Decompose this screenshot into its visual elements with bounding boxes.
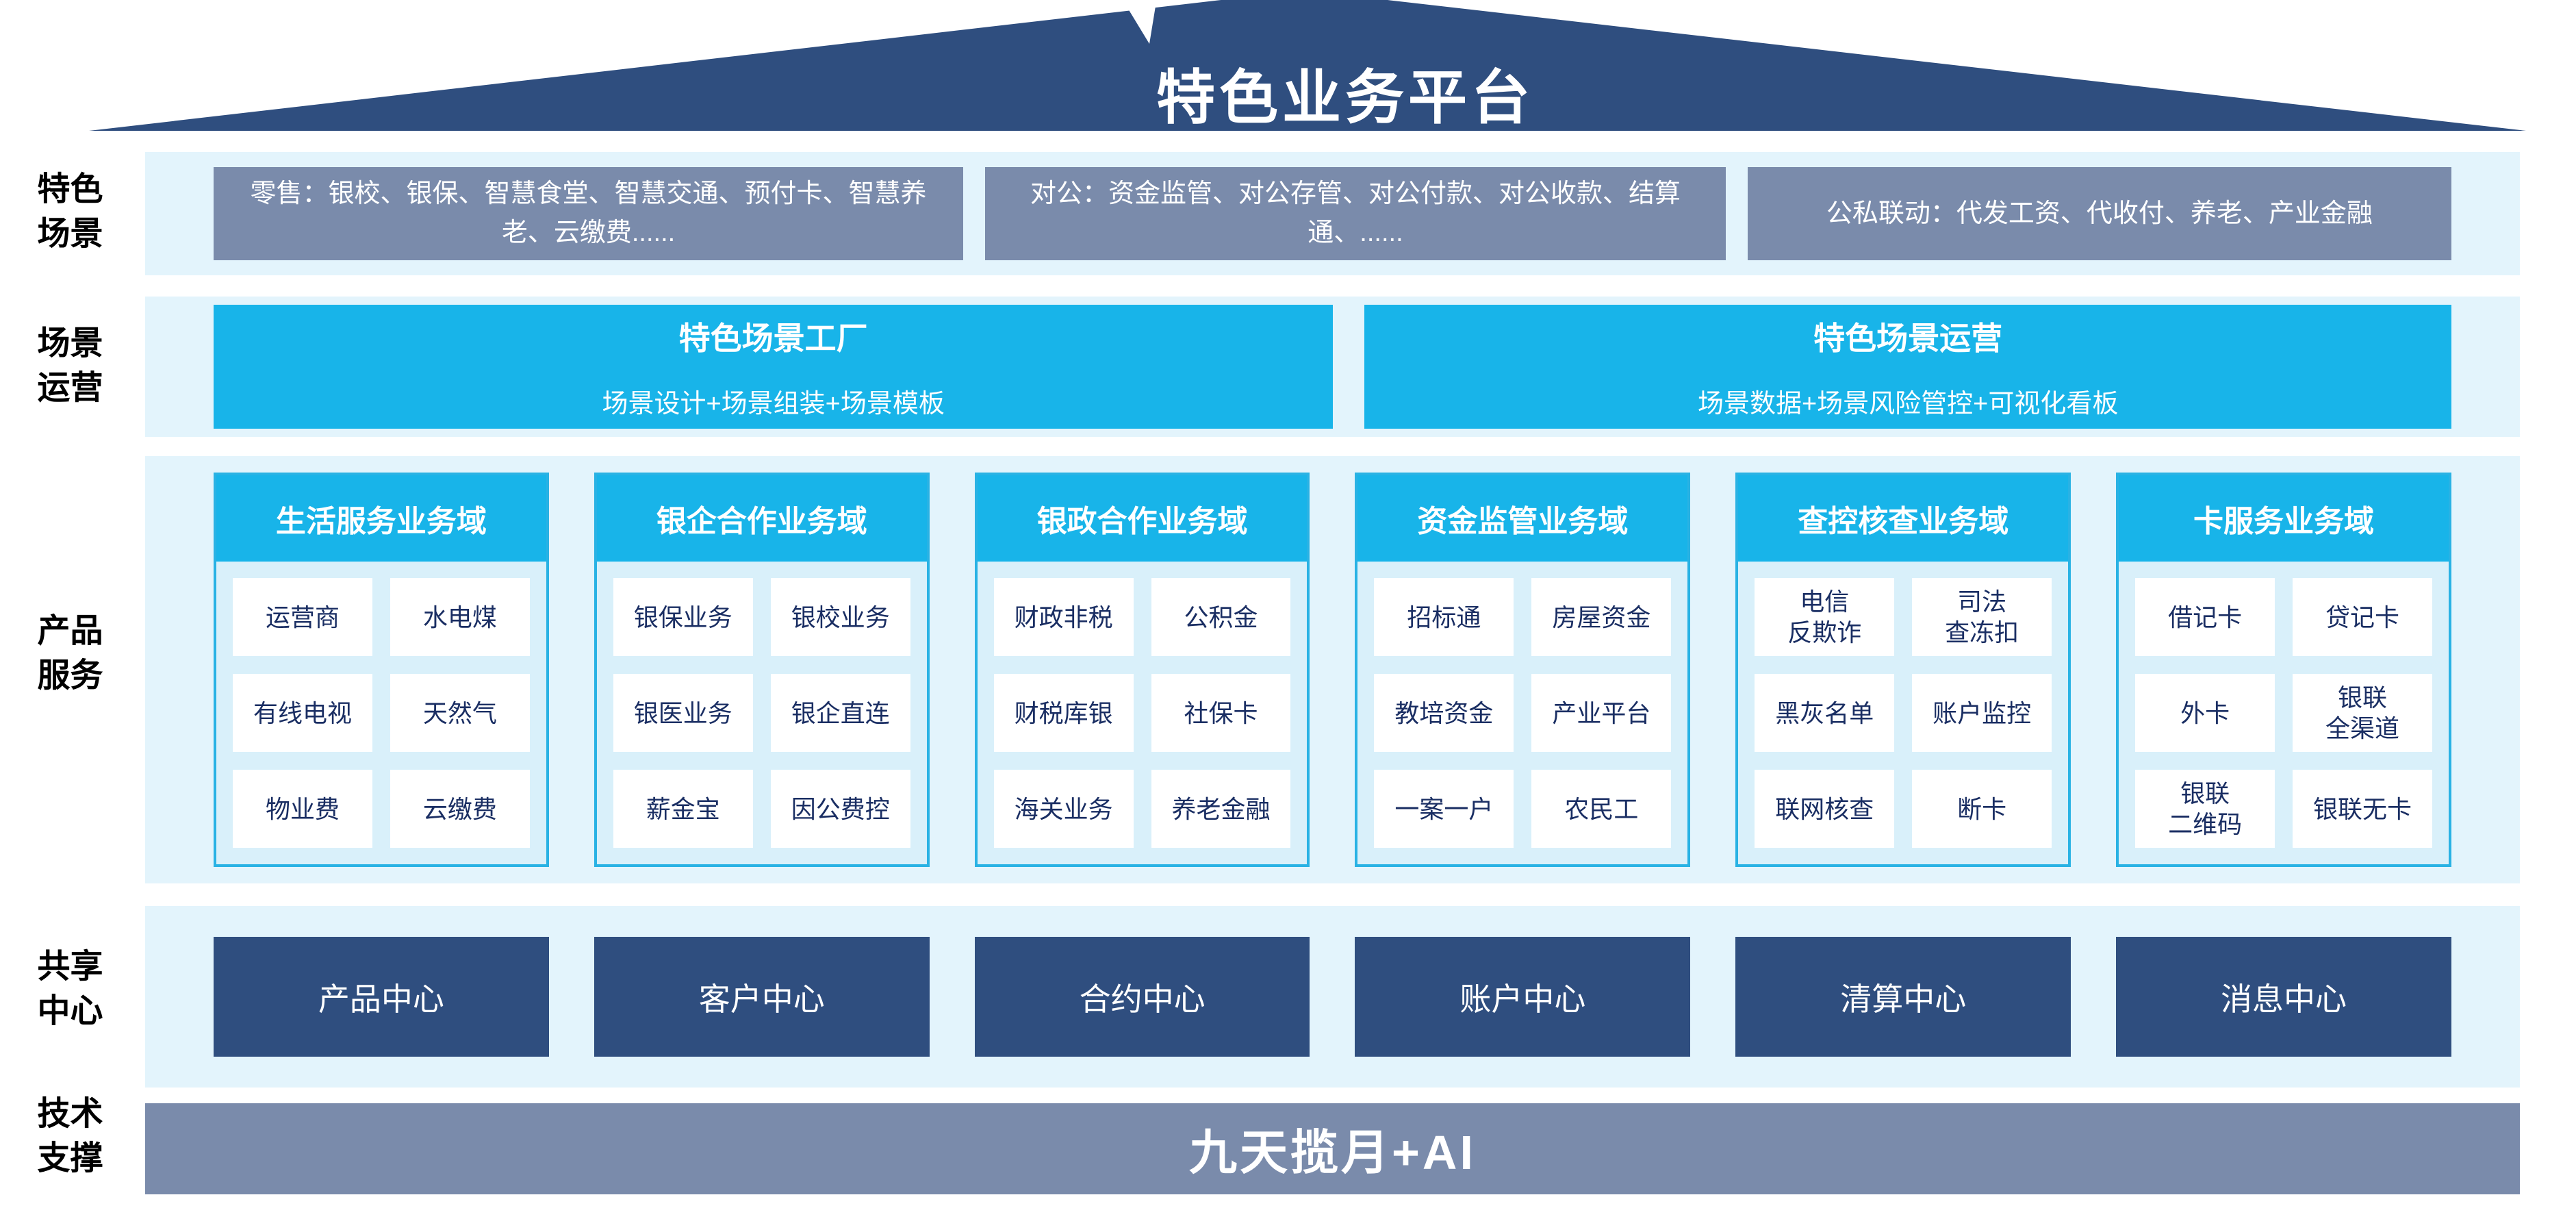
scene-box-corporate: 对公：资金监管、对公存管、对公付款、对公收款、结算通、...... [985,167,1726,260]
products-band: 生活服务业务域 运营商 水电煤 有线电视 天然气 物业费 云缴费 银企合作业务域… [145,456,2520,883]
product-cell: 银联 全渠道 [2293,674,2432,752]
domain-card-header: 银企合作业务域 [596,475,927,562]
product-cell: 银校业务 [770,578,910,656]
product-cell: 因公费控 [770,770,910,848]
domain-card-inspection-verification: 查控核查业务域 电信 反欺诈 司法 查冻扣 黑灰名单 账户监控 联网核查 断卡 [1735,473,2071,867]
product-cell: 云缴费 [390,770,530,848]
product-cell: 银联无卡 [2293,770,2432,848]
domain-card-header: 资金监管业务域 [1357,475,1688,562]
domain-card-bank-enterprise: 银企合作业务域 银保业务 银校业务 银医业务 银企直连 薪金宝 因公费控 [594,473,930,867]
domain-card-header: 卡服务业务域 [2119,475,2449,562]
center-box-contract: 合约中心 [974,937,1310,1057]
product-cell: 天然气 [390,674,530,752]
scene-box-public-private-linkage: 公私联动：代发工资、代收付、养老、产业金融 [1747,167,2451,260]
scene-operation-title: 特色场景运营 [1813,320,2003,356]
scene-operation-subtitle: 场景数据+场景风险管控+可视化看板 [1697,390,2119,418]
center-box-clearing: 清算中心 [1735,937,2071,1057]
product-cell: 借记卡 [2135,578,2275,656]
domain-card-bank-government: 银政合作业务域 财政非税 公积金 财税库银 社保卡 海关业务 养老金融 [974,473,1310,867]
product-cell: 教培资金 [1374,674,1514,752]
domain-card-life-services: 生活服务业务域 运营商 水电煤 有线电视 天然气 物业费 云缴费 [214,473,549,867]
domain-card-body: 运营商 水电煤 有线电视 天然气 物业费 云缴费 [216,562,546,864]
roof-banner-shape [89,0,2526,131]
product-cell: 断卡 [1912,770,2052,848]
center-box-customer: 客户中心 [594,937,930,1057]
domain-card-header: 银政合作业务域 [977,475,1308,562]
domain-card-body: 银保业务 银校业务 银医业务 银企直连 薪金宝 因公费控 [597,562,927,864]
row-label-tech: 技术 支撑 [37,1096,103,1177]
product-cell: 薪金宝 [613,770,753,848]
center-box-product: 产品中心 [214,937,549,1057]
product-cell: 银联 二维码 [2135,770,2275,848]
row-label-centers: 共享 中心 [37,948,103,1029]
product-cell: 财政非税 [993,578,1134,656]
operations-band: 特色场景工厂 场景设计+场景组装+场景模板 特色场景运营 场景数据+场景风险管控… [145,297,2520,437]
product-cell: 一案一户 [1374,770,1514,848]
domain-card-card-services: 卡服务业务域 借记卡 贷记卡 外卡 银联 全渠道 银联 二维码 银联无卡 [2116,473,2451,867]
product-cell: 物业费 [233,770,372,848]
roof-crease [1128,6,1156,44]
product-cell: 银医业务 [613,674,753,752]
scene-factory-subtitle: 场景设计+场景组装+场景模板 [602,390,945,418]
domain-card-header: 生活服务业务域 [216,475,546,562]
center-box-account: 账户中心 [1355,937,1691,1057]
domain-card-body: 电信 反欺诈 司法 查冻扣 黑灰名单 账户监控 联网核查 断卡 [1738,562,2068,864]
product-cell: 公积金 [1151,578,1291,656]
row-label-products: 产品 服务 [37,613,103,694]
domain-card-header: 查控核查业务域 [1738,475,2069,562]
product-cell: 电信 反欺诈 [1755,578,1895,656]
domain-card-body: 借记卡 贷记卡 外卡 银联 全渠道 银联 二维码 银联无卡 [2119,562,2449,864]
product-cell: 水电煤 [390,578,530,656]
product-cell: 有线电视 [233,674,372,752]
diagram-title: 特色业务平台 [1156,65,1534,131]
product-cell: 账户监控 [1912,674,2052,752]
row-label-scenes: 特色 场景 [37,171,103,252]
center-box-message: 消息中心 [2116,937,2451,1057]
product-cell: 联网核查 [1755,770,1895,848]
product-cell: 农民工 [1531,770,1672,848]
shared-centers-band: 产品中心 客户中心 合约中心 账户中心 清算中心 消息中心 [145,906,2520,1088]
scene-operation-box: 特色场景运营 场景数据+场景风险管控+可视化看板 [1364,305,2451,429]
row-label-operations: 场景 运营 [37,325,103,406]
product-cell: 运营商 [233,578,372,656]
product-cell: 产业平台 [1531,674,1672,752]
product-cell: 招标通 [1374,578,1514,656]
product-cell: 贷记卡 [2293,578,2432,656]
domain-card-fund-supervision: 资金监管业务域 招标通 房屋资金 教培资金 产业平台 一案一户 农民工 [1355,473,1691,867]
product-cell: 司法 查冻扣 [1912,578,2052,656]
tech-support-band: 九天揽月+AI [145,1103,2520,1194]
domain-card-body: 招标通 房屋资金 教培资金 产业平台 一案一户 农民工 [1357,562,1687,864]
product-cell: 银企直连 [770,674,910,752]
domain-card-body: 财政非税 公积金 财税库银 社保卡 海关业务 养老金融 [978,562,1308,864]
product-cell: 社保卡 [1151,674,1291,752]
product-cell: 外卡 [2135,674,2275,752]
roof-triangle [89,0,2526,131]
product-cell: 房屋资金 [1531,578,1672,656]
scene-box-retail: 零售：银校、银保、智慧食堂、智慧交通、预付卡、智慧养老、云缴费...... [214,167,964,260]
scene-factory-box: 特色场景工厂 场景设计+场景组装+场景模板 [214,305,1334,429]
tech-support-title: 九天揽月+AI [1189,1126,1476,1179]
product-cell: 黑灰名单 [1755,674,1895,752]
product-cell: 银保业务 [613,578,753,656]
product-cell: 养老金融 [1151,770,1291,848]
product-cell: 财税库银 [993,674,1134,752]
product-cell: 海关业务 [993,770,1134,848]
scene-factory-title: 特色场景工厂 [678,320,868,356]
scenes-band: 零售：银校、银保、智慧食堂、智慧交通、预付卡、智慧养老、云缴费...... 对公… [145,152,2520,275]
